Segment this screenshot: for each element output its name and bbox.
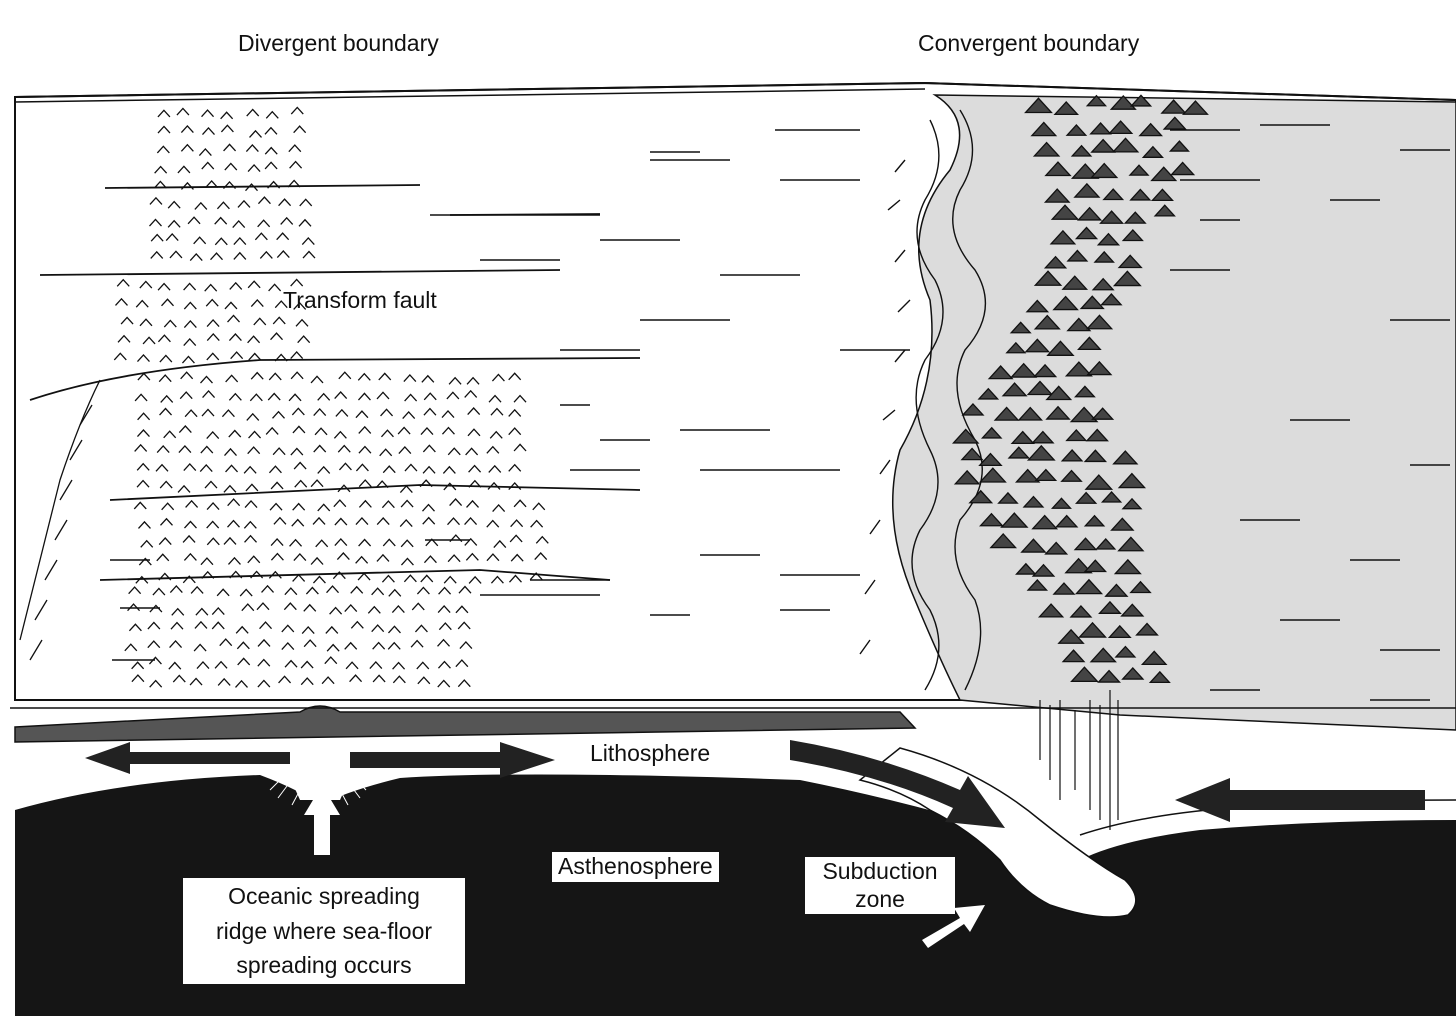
subduction-zone-label-line-2: zone — [811, 886, 949, 914]
convergent-boundary-label: Convergent boundary — [918, 30, 1139, 58]
oceanic-ridge-label-line-1: Oceanic spreading — [189, 879, 459, 914]
divergent-boundary-label: Divergent boundary — [238, 30, 439, 58]
lithosphere-label: Lithosphere — [590, 740, 710, 768]
transform-fault-label: Transform fault — [283, 287, 437, 315]
oceanic-ridge-label-line-2: ridge where sea-floor — [189, 914, 459, 949]
oceanic-ridge-label-line-3: spreading occurs — [189, 948, 459, 983]
asthenosphere-label: Asthenosphere — [552, 852, 719, 882]
oceanic-ridge-label: Oceanic spreading ridge where sea-floor … — [183, 878, 465, 984]
subduction-zone-label-line-1: Subduction — [811, 858, 949, 886]
subduction-zone-label: Subduction zone — [805, 857, 955, 914]
